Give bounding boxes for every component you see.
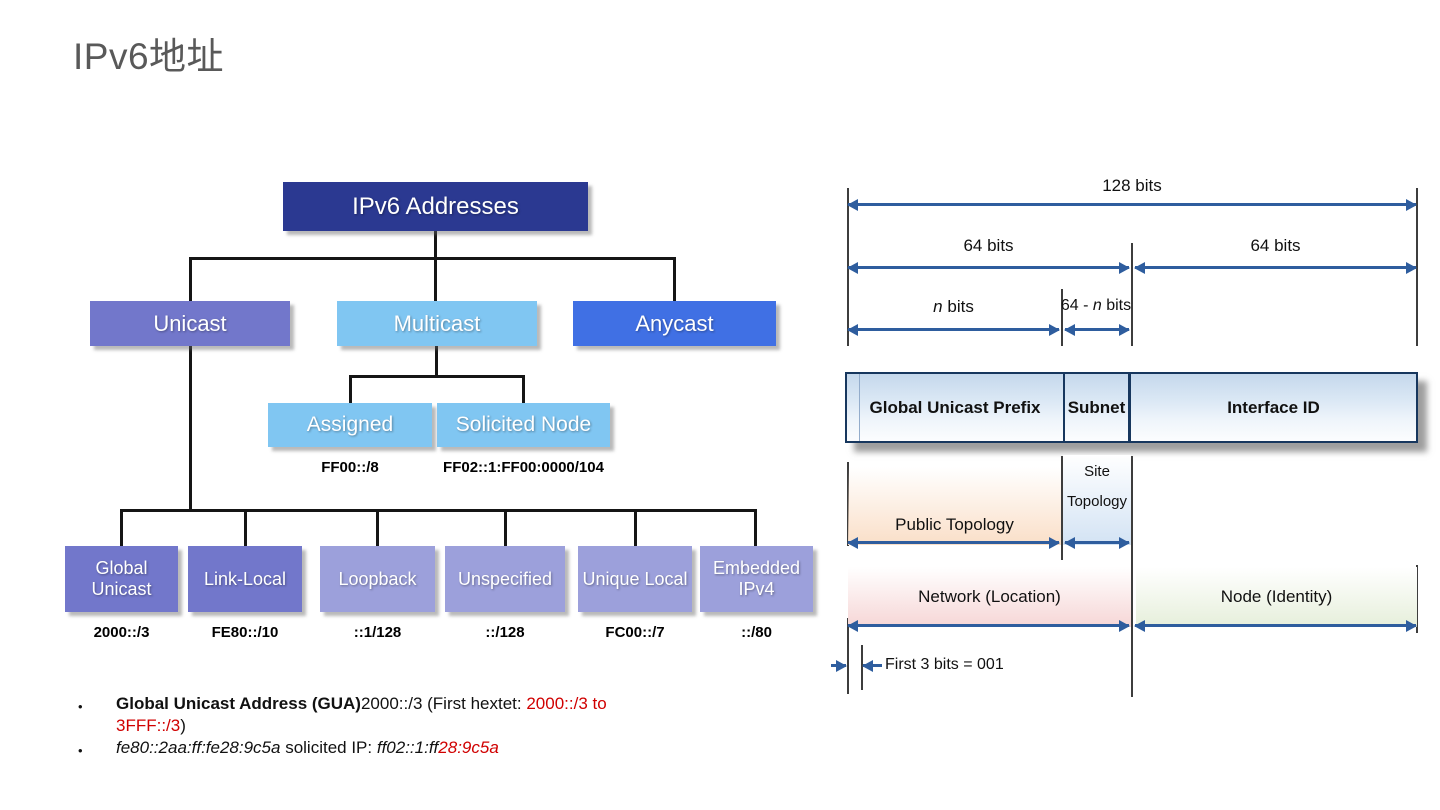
arrow-node-identity	[1134, 619, 1417, 632]
field-global-unicast-prefix: Global Unicast Prefix	[847, 374, 1065, 441]
unspecified-prefix-label: ::/128	[485, 624, 525, 641]
first3-bits-divider	[859, 374, 860, 441]
unique-local-box: Unique Local	[578, 546, 692, 612]
arrow-64-minus-n-bits	[1064, 323, 1130, 336]
assigned-prefix-label: FF00::/8	[321, 459, 379, 476]
global-unicast-label: Global Unicast	[91, 558, 152, 599]
assigned-box: Assigned	[268, 403, 432, 447]
global-unicast-prefix-label: 2000::/3	[93, 624, 150, 641]
multicast-label: Multicast	[393, 310, 481, 336]
solicited-node-box: Solicited Node	[437, 403, 610, 447]
unspecified-box: Unspecified	[445, 546, 565, 612]
assigned-label: Assigned	[306, 412, 394, 436]
arrow-first3-left	[862, 659, 882, 672]
arrow-n-bits	[847, 323, 1060, 336]
loopback-box: Loopback	[320, 546, 435, 612]
connector-assigned-drop	[349, 375, 352, 403]
connector-level1-horizontal	[189, 257, 676, 260]
public-topology-region: Public Topology	[848, 467, 1061, 545]
embedded-ipv4-prefix-label: ::/80	[741, 624, 772, 641]
unicast-label: Unicast	[153, 310, 227, 336]
unique-local-label: Unique Local	[582, 568, 688, 589]
unicast-box: Unicast	[90, 301, 290, 346]
guide-line-n-top	[1061, 289, 1063, 346]
label-64-minus-n-bits: 64 - n bits	[1060, 297, 1132, 314]
label-128-bits: 128 bits	[1102, 176, 1162, 195]
arrow-64-bits-left	[847, 261, 1130, 274]
link-local-label: Link-Local	[203, 568, 287, 589]
link-local-prefix-label: FE80::/10	[211, 624, 279, 641]
field-interface-id: Interface ID	[1227, 397, 1320, 417]
label-n-bits: n bits	[933, 297, 974, 316]
field-subnet: Subnet	[1065, 374, 1131, 441]
arrow-64-bits-right	[1134, 261, 1417, 274]
unique-local-prefix-label: FC00::/7	[605, 624, 665, 641]
loopback-label: Loopback	[338, 568, 417, 589]
connector-leaf4-drop	[504, 509, 507, 546]
loopback-prefix-label: ::1/128	[353, 624, 402, 641]
unspecified-label: Unspecified	[457, 568, 553, 589]
bullet-marker: •	[78, 743, 83, 758]
site-topology-region: Site Topology	[1063, 455, 1131, 545]
connector-unicast-drop	[189, 257, 192, 301]
address-field-bar: Global Unicast Prefix Subnet Interface I…	[845, 372, 1418, 443]
global-unicast-box: Global Unicast	[65, 546, 178, 612]
bullet-marker: •	[78, 699, 83, 714]
solicited-prefix-label: FF02::1:FF00:0000/104	[443, 459, 604, 476]
first3-bits-note: First 3 bits = 001	[885, 656, 1004, 673]
guide-line-mid-bottom	[1131, 456, 1133, 697]
notes-list: • Global Unicast Address (GUA)2000::/3 (…	[70, 693, 710, 762]
page-title: IPv6地址	[73, 36, 225, 77]
root-box-label: IPv6 Addresses	[352, 192, 519, 220]
bullet-gua-text: Global Unicast Address (GUA)2000::/3 (Fi…	[116, 694, 607, 735]
multicast-box: Multicast	[337, 301, 537, 346]
connector-leaf1-drop	[120, 509, 123, 546]
connector-leaf6-drop	[754, 509, 757, 546]
arrow-first3-right	[831, 659, 847, 672]
connector-anycast-drop	[673, 257, 676, 301]
guide-line-n-bottom	[1061, 456, 1063, 560]
anycast-label: Anycast	[635, 310, 714, 336]
connector-leaf5-drop	[634, 509, 637, 546]
link-local-box: Link-Local	[188, 546, 302, 612]
network-location-region: Network (Location)	[848, 567, 1131, 627]
embedded-ipv4-box: Embedded IPv4	[700, 546, 813, 612]
node-identity-region: Node (Identity)	[1136, 567, 1417, 627]
guide-line-first3-a	[847, 618, 849, 694]
connector-leaves-horizontal	[120, 509, 757, 512]
connector-leaf2-drop	[244, 509, 247, 546]
bullet-solicited: • fe80::2aa:ff:fe28:9c5a solicited IP: f…	[70, 737, 710, 762]
arrow-network-location	[847, 619, 1130, 632]
arrow-128-bits	[847, 198, 1417, 211]
embedded-ipv4-label: Embedded IPv4	[712, 558, 801, 599]
arrow-site-topology	[1064, 536, 1130, 549]
connector-multicast-horizontal	[349, 375, 525, 378]
guide-line-right-top	[1416, 188, 1418, 346]
bullet-gua: • Global Unicast Address (GUA)2000::/3 (…	[70, 693, 710, 737]
guide-line-right-bottom	[1416, 565, 1418, 633]
connector-leaf3-drop	[376, 509, 379, 546]
connector-root-down	[434, 231, 437, 258]
label-64-bits-left: 64 bits	[963, 236, 1014, 255]
arrow-public-topology	[847, 536, 1060, 549]
ipv6-addresses-root-box: IPv6 Addresses	[283, 182, 588, 231]
guide-line-mid-top	[1131, 243, 1133, 346]
connector-multicast-down	[435, 346, 438, 377]
connector-solicited-drop	[522, 375, 525, 403]
label-64-bits-right: 64 bits	[1250, 236, 1301, 255]
anycast-box: Anycast	[573, 301, 776, 346]
connector-unicast-down	[189, 346, 192, 511]
bullet-solicited-text: fe80::2aa:ff:fe28:9c5a solicited IP: ff0…	[116, 738, 499, 757]
connector-multicast-drop	[434, 257, 437, 301]
solicited-node-label: Solicited Node	[455, 412, 592, 436]
